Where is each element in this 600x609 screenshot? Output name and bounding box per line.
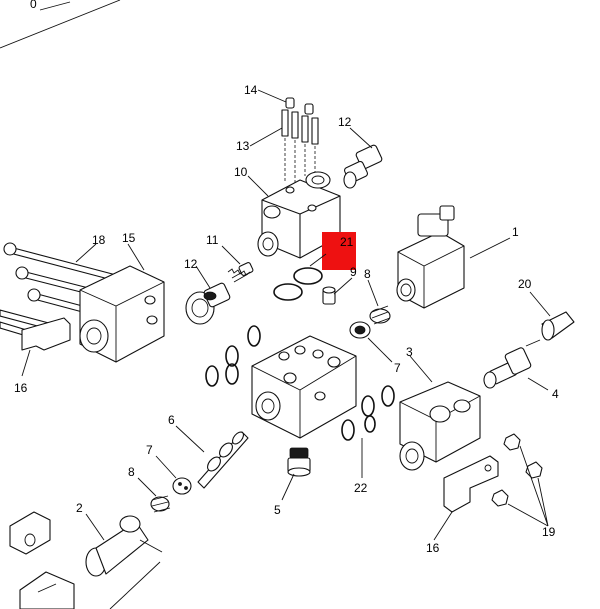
leader-7-upper [367,337,393,363]
part-3-right-section[interactable] [399,381,481,471]
callout-12-left: 12 [184,257,198,271]
callout-16-right: 16 [426,541,440,555]
leader-16-left [21,349,31,377]
callout-1: 1 [512,225,519,239]
callout-6: 6 [168,413,175,427]
leader-6 [175,425,205,453]
part-9-sleeve[interactable] [322,286,336,305]
leader-5 [281,473,295,501]
callout-15: 15 [122,231,136,245]
callout-9: 9 [350,265,357,279]
part-5-plug[interactable] [287,447,311,477]
part-13-bolts[interactable] [281,109,319,184]
callout-11: 11 [206,233,219,247]
part-14-bolt-heads[interactable] [285,97,314,115]
part-coil-lower-left[interactable] [19,571,75,609]
callout-18: 18 [92,233,106,247]
callout-12-top: 12 [338,115,352,129]
callout-10: 10 [234,165,248,179]
part-12-top-cap[interactable] [343,144,383,189]
leader-9 [333,277,353,295]
callout-4: 4 [552,387,559,401]
part-8-spring-upper[interactable] [369,305,391,325]
callout-8-lower: 8 [128,465,135,479]
part-12-left-plug[interactable] [185,282,231,325]
leader-13 [249,127,283,147]
leader-1 [469,237,511,259]
leader-0 [39,1,71,11]
callout-21: 21 [340,235,354,249]
leader-10 [247,175,269,197]
part-orings-left[interactable] [205,325,261,387]
part-10-upper-block[interactable] [257,171,341,259]
part-19-nuts[interactable] [491,433,543,507]
callout-13: 13 [236,139,250,153]
callout-8-upper: 8 [364,267,371,281]
callout-5: 5 [274,503,281,517]
leader-16-right [433,511,453,541]
part-15-left-section[interactable] [79,265,165,363]
callout-2: 2 [76,501,83,515]
leader-2 [85,513,105,541]
part-20-cap[interactable] [541,311,575,341]
part-main-valve-block[interactable] [251,335,357,439]
leader-20 [529,291,551,317]
part-oring-upper-b[interactable] [273,283,303,301]
callout-7-upper: 7 [394,361,401,375]
leader-8-upper [367,279,379,307]
leader-12-top [349,127,373,149]
part-oring-upper-a[interactable] [293,267,323,285]
part-16-left-bracket[interactable] [21,317,71,351]
part-8-spring-lower[interactable] [150,495,171,513]
frame-line [0,0,121,49]
leader-11 [221,245,241,265]
callout-3: 3 [406,345,413,359]
leader-4 [527,377,549,391]
leader-15 [127,243,145,271]
callout-22: 22 [354,481,368,495]
part-16-right-bracket[interactable] [443,455,499,513]
part-2-solenoid[interactable] [85,515,163,577]
callout-19: 19 [542,525,556,539]
leader-12-left [195,265,211,289]
part-22-orings-right[interactable] [341,385,395,441]
callout-16-left: 16 [14,381,28,395]
leader-21 [309,253,327,267]
part-21-highlight[interactable] [322,232,356,270]
part-1-solenoid[interactable] [396,205,465,309]
callout-14: 14 [244,83,258,97]
part-6-spool[interactable] [197,430,249,489]
callout-7-lower: 7 [146,443,153,457]
leader-14 [257,89,287,103]
part-7-washer-upper[interactable] [349,321,371,339]
leader-19 [507,445,549,527]
leader-7-lower [155,455,177,479]
leader-18 [75,243,97,263]
part-7-washer-lower[interactable] [172,477,192,495]
leader-3 [409,355,433,383]
part-4-plug[interactable] [483,339,541,389]
callout-0: 0 [30,0,37,11]
part-connector-lower-left[interactable] [9,511,51,555]
callout-20: 20 [518,277,532,291]
part-11-pin[interactable] [227,262,254,283]
leader-8-lower [137,477,157,497]
leader-bottom [109,561,161,609]
